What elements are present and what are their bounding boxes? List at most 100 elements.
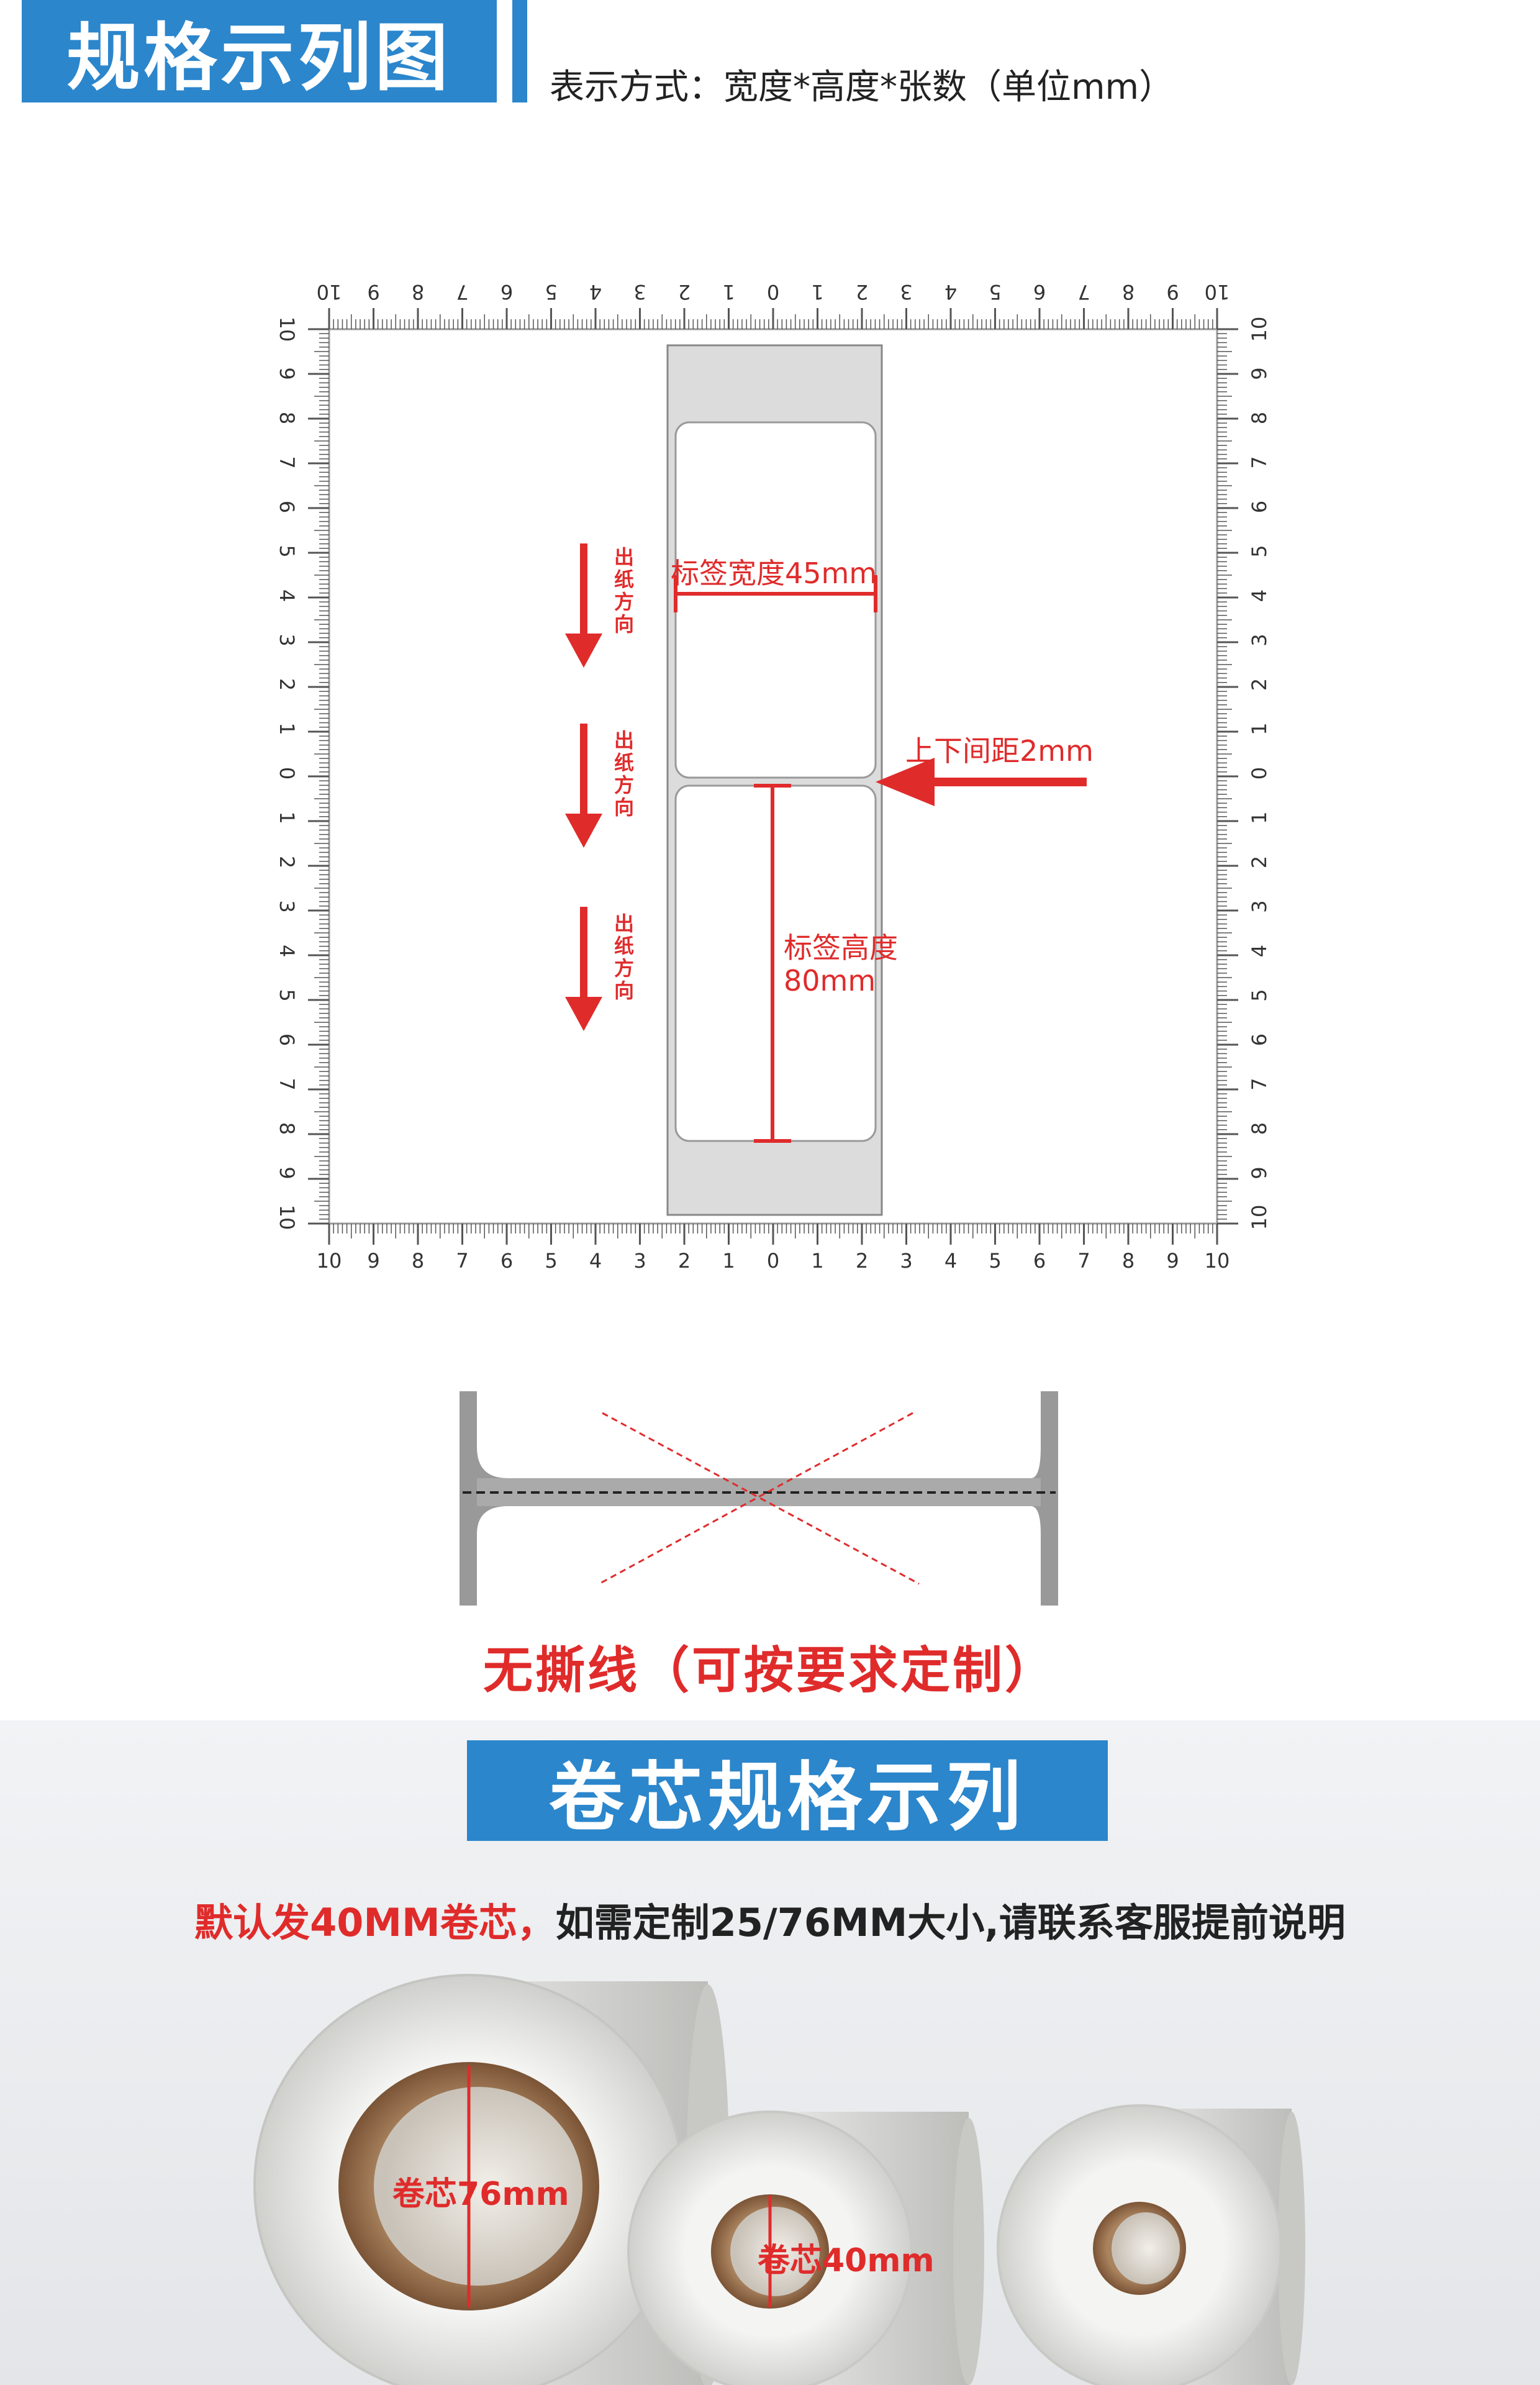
ruler-tick-label-bottom: 1	[811, 1249, 823, 1273]
ruler-tick-label-right: 2	[1248, 856, 1271, 868]
ruler-tick-label-bottom: 10	[317, 1249, 342, 1273]
ruler-tick-label-left: 8	[275, 1122, 299, 1135]
ruler-tick-label-bottom: 3	[633, 1249, 646, 1273]
core-title-banner: 卷芯规格示列	[467, 1740, 1108, 1841]
no-tear-caption: 无撕线（可按要求定制）	[483, 1642, 1057, 1699]
ruler-tick-label-right: 6	[1248, 1034, 1271, 1046]
ruler-tick-label-left: 9	[275, 367, 299, 379]
ruler-tick-label-top: 8	[412, 280, 424, 304]
ruler-tick-label-bottom: 5	[545, 1249, 557, 1273]
feed-direction-label: 出纸方向	[611, 730, 635, 819]
roll-25mm	[997, 2104, 1305, 2385]
core-76-label: 卷芯76mm	[392, 2176, 569, 2213]
label-height-value: 80mm	[784, 964, 876, 997]
ruler-tick-label-top: 0	[767, 280, 779, 304]
ruler-tick-label-right: 8	[1248, 412, 1271, 424]
ruler-tick-label-right: 10	[1248, 1205, 1271, 1230]
ruler-tick-label-top: 10	[317, 280, 342, 304]
ruler-tick-label-left: 8	[275, 412, 299, 424]
ruler-tick-label-right: 3	[1248, 634, 1271, 646]
ruler-tick-label-bottom: 2	[856, 1249, 868, 1273]
cross-mark	[599, 1412, 913, 1585]
core-notice-custom: 如需定制25/76MM大小,请联系客服提前说明	[555, 1900, 1346, 1945]
feed-direction-arrow-icon	[565, 724, 602, 848]
ruler-tick-label-top: 7	[1077, 280, 1090, 304]
no-tear-line-illustration	[460, 1391, 1058, 1606]
ruler-tick-label-top: 1	[811, 280, 823, 304]
format-description: 表示方式：宽度*高度*张数（单位mm）	[550, 67, 1174, 107]
core-notice-default: 默认发40MM卷芯，	[194, 1900, 556, 1945]
ruler-tick-label-bottom: 9	[1166, 1249, 1179, 1273]
ruler-tick-label-bottom: 10	[1205, 1249, 1230, 1273]
ruler-tick-label-left: 2	[275, 856, 299, 868]
ruler-tick-label-left: 3	[275, 634, 299, 646]
ruler-tick-label-right: 9	[1248, 1166, 1271, 1179]
ruler-tick-label-right: 9	[1248, 367, 1271, 379]
feed-direction-label: 出纸方向	[611, 547, 635, 636]
ruler-tick-label-bottom: 1	[722, 1249, 735, 1273]
ruler-tick-label-bottom: 8	[412, 1249, 424, 1273]
ruler-tick-label-left: 0	[275, 767, 299, 779]
ruler-tick-label-left: 4	[275, 945, 299, 957]
core-40-label: 卷芯40mm	[758, 2242, 935, 2279]
ruler-tick-label-left: 7	[275, 456, 299, 468]
ruler-tick-label-bottom: 3	[900, 1249, 912, 1273]
gap-arrow-icon	[876, 758, 935, 806]
ruler-tick-label-bottom: 6	[500, 1249, 513, 1273]
feed-direction-arrow-icon	[565, 543, 602, 668]
ruler-tick-label-right: 5	[1248, 545, 1271, 557]
ruler-tick-label-right: 4	[1248, 589, 1271, 602]
ruler-tick-label-left: 10	[275, 317, 299, 342]
ruler-tick-label-bottom: 9	[367, 1249, 379, 1273]
ruler-tick-label-left: 6	[275, 501, 299, 513]
ruler-tick-label-bottom: 7	[456, 1249, 468, 1273]
ruler-tick-label-left: 4	[275, 589, 299, 602]
ruler-tick-label-top: 2	[678, 280, 691, 304]
ruler-tick-label-top: 8	[1122, 280, 1135, 304]
ruler-tick-label-right: 7	[1248, 456, 1271, 468]
ruler-tick-label-top: 4	[589, 280, 602, 304]
feed-direction-label: 出纸方向	[611, 913, 635, 1002]
ruler-tick-label-top: 6	[1033, 280, 1046, 304]
ruler-tick-label-bottom: 6	[1033, 1249, 1046, 1273]
ruler-tick-label-top: 1	[722, 280, 735, 304]
ruler-tick-label-bottom: 0	[767, 1249, 779, 1273]
ruler-tick-label-bottom: 4	[944, 1249, 957, 1273]
ruler-tick-label-left: 3	[275, 900, 299, 912]
ruler-tick-label-left: 10	[275, 1205, 299, 1230]
ruler-tick-label-top: 2	[856, 280, 868, 304]
ruler-tick-label-top: 10	[1205, 280, 1230, 304]
ruler-tick-label-bottom: 2	[678, 1249, 691, 1273]
ruler-tick-label-left: 2	[275, 678, 299, 691]
ruler-tick-label-top: 9	[367, 280, 379, 304]
ruler-tick-label-top: 9	[1166, 280, 1179, 304]
ruler-tick-label-right: 6	[1248, 501, 1271, 513]
label-height-text: 标签高度	[784, 931, 898, 965]
ruler-tick-label-top: 4	[944, 280, 957, 304]
core-notice: 默认发40MM卷芯，如需定制25/76MM大小,请联系客服提前说明	[0, 1891, 1540, 1947]
ruler-tick-label-right: 10	[1248, 317, 1271, 342]
feed-direction-arrow-icon	[565, 907, 602, 1031]
ruler-tick-label-left: 9	[275, 1166, 299, 1179]
page-title: 规格示列图	[66, 15, 452, 101]
ruler-tick-label-bottom: 8	[1122, 1249, 1135, 1273]
ruler-tick-label-top: 7	[456, 280, 468, 304]
ruler-tick-label-right: 1	[1248, 722, 1271, 735]
ruler-tick-label-right: 4	[1248, 945, 1271, 957]
title-banner: 规格示列图	[22, 0, 497, 102]
roll-40mm	[627, 2110, 984, 2385]
ruler-tick-label-top: 3	[900, 280, 912, 304]
ruler-tick-label-right: 1	[1248, 811, 1271, 824]
ruler-tick-label-bottom: 4	[589, 1249, 602, 1273]
ruler-tick-label-bottom: 5	[989, 1249, 1001, 1273]
ruler-tick-label-left: 7	[275, 1078, 299, 1090]
ruler-tick-label-left: 1	[275, 811, 299, 824]
title-accent-bar	[512, 0, 527, 102]
ruler-tick-label-right: 0	[1248, 767, 1271, 779]
label-width-text: 标签宽度45mm	[671, 556, 877, 590]
core-section-title: 卷芯规格示列	[549, 1755, 1026, 1841]
cross-mark	[602, 1412, 920, 1585]
ruler-tick-label-top: 3	[633, 280, 646, 304]
ruler-tick-label-right: 2	[1248, 678, 1271, 691]
